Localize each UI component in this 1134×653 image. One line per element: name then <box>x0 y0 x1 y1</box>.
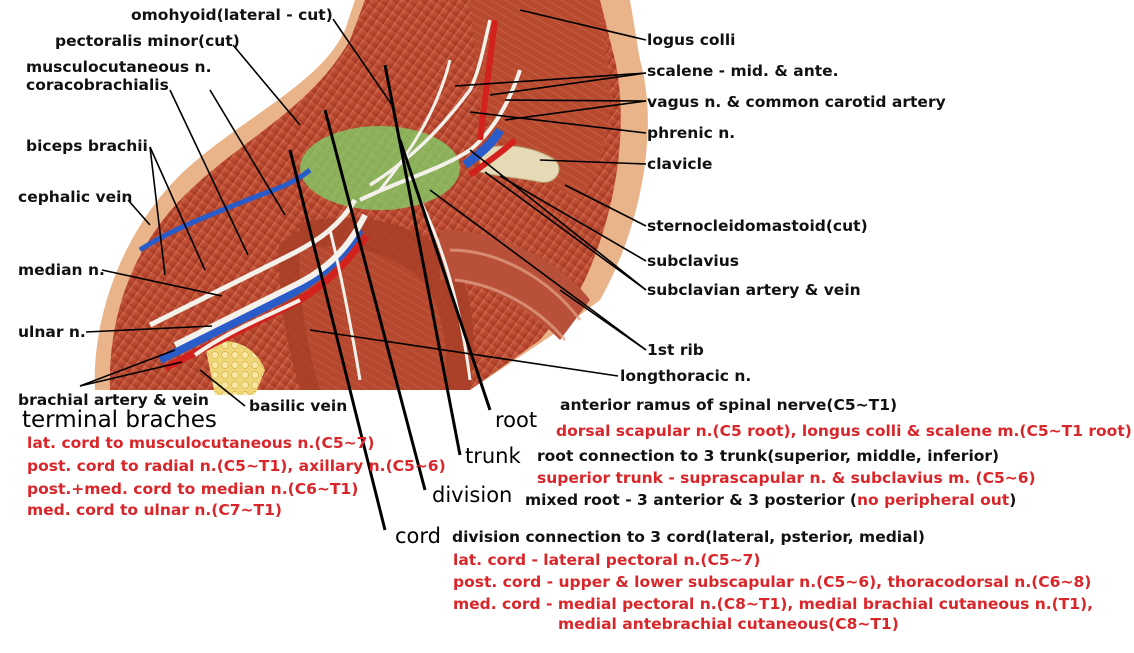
label-median-nerve: median n. <box>18 261 105 279</box>
label-scalene: scalene - mid. & ante. <box>647 62 839 80</box>
trunk-note: superior trunk - suprascapular n. & subc… <box>537 469 1036 487</box>
label-cephalic-vein: cephalic vein <box>18 188 133 206</box>
label-pectoralis-minor: pectoralis minor(cut) <box>55 32 240 50</box>
label-basilic-vein: basilic vein <box>249 397 348 415</box>
label-first-rib: 1st rib <box>647 341 704 359</box>
label-subclavian: subclavian artery & vein <box>647 281 861 299</box>
terminal-item: med. cord to ulnar n.(C7~T1) <box>27 501 282 519</box>
trunk-description: root connection to 3 trunk(superior, mid… <box>537 447 1000 465</box>
label-sternocleidomastoid: sternocleidomastoid(cut) <box>647 217 868 235</box>
trunk-heading: trunk <box>465 444 521 468</box>
cord-note: medial antebrachial cutaneous(C8~T1) <box>558 615 899 633</box>
division-desc-text: mixed root - 3 anterior & 3 posterior ( <box>525 491 858 509</box>
cord-note: post. cord - upper & lower subscapular n… <box>453 573 1092 591</box>
label-coracobrachialis: coracobrachialis <box>26 76 169 94</box>
terminal-branches-heading: terminal braches <box>22 407 217 433</box>
division-note: no peripheral out <box>857 491 1010 509</box>
label-vagus: vagus n. & common carotid artery <box>647 93 946 111</box>
label-ulnar-nerve: ulnar n. <box>18 323 86 341</box>
division-description: mixed root - 3 anterior & 3 posterior (n… <box>525 491 1017 509</box>
root-heading: root <box>495 408 538 432</box>
label-omohyoid: omohyoid(lateral - cut) <box>131 6 333 24</box>
label-phrenic: phrenic n. <box>647 124 736 142</box>
label-subclavius: subclavius <box>647 252 739 270</box>
cord-note: med. cord - medial pectoral n.(C8~T1), m… <box>453 595 1094 613</box>
terminal-item: post. cord to radial n.(C5~T1), axillary… <box>27 457 446 475</box>
terminal-item: post.+med. cord to median n.(C6~T1) <box>27 480 359 498</box>
cord-description: division connection to 3 cord(lateral, p… <box>452 528 925 546</box>
label-longthoracic: longthoracic n. <box>620 367 752 385</box>
division-heading: division <box>432 483 513 507</box>
cord-note: lat. cord - lateral pectoral n.(C5~7) <box>453 551 761 569</box>
label-biceps-brachii: biceps brachii <box>26 137 148 155</box>
label-clavicle: clavicle <box>647 155 713 173</box>
label-logus-colli: logus colli <box>647 31 736 49</box>
label-brachial-artery-vein: brachial artery & vein <box>18 391 209 409</box>
label-musculocutaneous: musculocutaneous n. <box>26 58 212 76</box>
root-description: anterior ramus of spinal nerve(C5~T1) <box>560 396 898 414</box>
cord-heading: cord <box>395 524 441 548</box>
root-note: dorsal scapular n.(C5 root), longus coll… <box>556 422 1132 440</box>
division-desc-end: ) <box>1009 491 1017 509</box>
terminal-item: lat. cord to musculocutaneous n.(C5~7) <box>27 434 375 452</box>
